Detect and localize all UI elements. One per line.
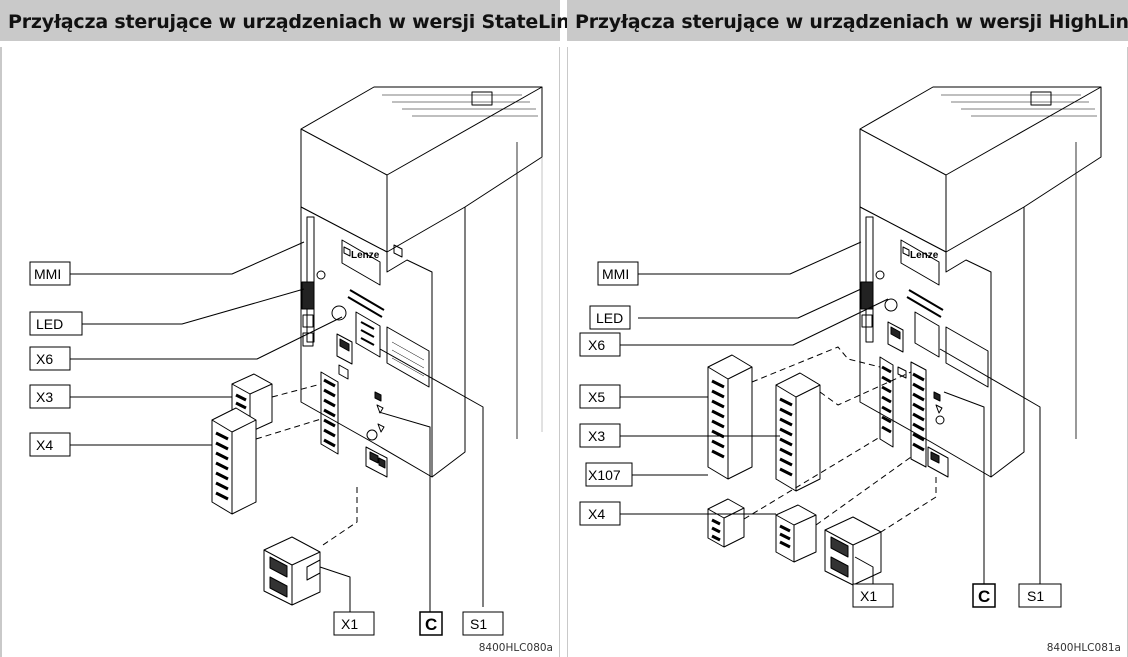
svg-text:X3: X3 — [588, 428, 605, 444]
svg-text:Lenze: Lenze — [910, 250, 939, 261]
x1-connector — [824, 516, 882, 586]
highline-panel: Przyłącza sterujące w urządzeniach w wer… — [567, 0, 1128, 657]
callout-led: LED — [29, 311, 83, 336]
callout-x1: X1 — [852, 583, 894, 608]
callout-x3: X3 — [579, 423, 621, 448]
callout-mmi: MMI — [29, 261, 71, 286]
svg-text:X107: X107 — [588, 467, 621, 483]
svg-text:X5: X5 — [588, 389, 605, 405]
callout-c: C — [972, 583, 996, 608]
x107-connector — [707, 498, 745, 548]
svg-text:C: C — [425, 615, 437, 634]
svg-text:S1: S1 — [470, 616, 487, 632]
callout-x107: X107 — [585, 462, 633, 487]
x4-connector — [211, 407, 257, 515]
callout-x4: X4 — [29, 432, 71, 457]
stateline-figure-area: MMI LED X6 X3 X4 — [0, 47, 560, 657]
callout-x6: X6 — [29, 346, 71, 371]
front-panel — [300, 206, 433, 478]
stateline-title: Przyłącza sterujące w urządzeniach w wer… — [8, 11, 583, 33]
stateline-device-diagram: MMI LED X6 X3 X4 — [29, 86, 543, 636]
svg-text:LED: LED — [596, 310, 623, 326]
svg-text:X4: X4 — [588, 506, 605, 522]
svg-text:Lenze: Lenze — [351, 250, 380, 261]
x3-connector — [775, 372, 821, 492]
highline-figure-area: MMI LED X6 X5 X3 — [567, 47, 1128, 657]
front-panel — [859, 206, 992, 478]
callout-x6: X6 — [579, 332, 621, 357]
svg-text:LED: LED — [36, 316, 63, 332]
callout-s1: S1 — [462, 611, 504, 636]
insertion-paths — [255, 383, 358, 548]
svg-text:X1: X1 — [341, 616, 358, 632]
svg-text:MMI: MMI — [602, 266, 629, 282]
svg-text:MMI: MMI — [34, 266, 61, 282]
callout-led: LED — [589, 305, 631, 330]
x4-connector — [775, 504, 817, 563]
callout-leaders — [620, 241, 1041, 596]
callout-s1: S1 — [1018, 583, 1062, 608]
stateline-header: Przyłącza sterujące w urządzeniach w wer… — [0, 0, 583, 44]
highline-title: Przyłącza sterujące w urządzeniach w wer… — [575, 11, 1128, 33]
stateline-panel: Przyłącza sterujące w urządzeniach w wer… — [0, 0, 583, 657]
lenze-logo: Lenze — [910, 250, 939, 261]
highline-device-diagram: MMI LED X6 X5 X3 — [579, 86, 1102, 608]
x1-connector — [263, 536, 321, 606]
housing-side — [431, 142, 543, 478]
callout-x5: X5 — [579, 384, 621, 409]
highline-figure-code: 8400HLC081a — [1046, 642, 1121, 654]
lenze-logo: Lenze — [351, 250, 380, 261]
insertion-paths — [743, 346, 937, 533]
svg-text:X1: X1 — [860, 588, 877, 604]
callout-leaders — [70, 241, 484, 624]
svg-text:X6: X6 — [588, 337, 605, 353]
x5-connector — [707, 354, 753, 480]
svg-text:X6: X6 — [36, 351, 53, 367]
stateline-figure-code: 8400HLC080a — [478, 642, 553, 654]
callout-c: C — [419, 611, 443, 636]
callout-x4: X4 — [579, 501, 621, 526]
svg-text:S1: S1 — [1027, 588, 1044, 604]
svg-text:X3: X3 — [36, 389, 53, 405]
callout-x1: X1 — [333, 611, 375, 636]
callout-mmi: MMI — [597, 261, 639, 286]
svg-text:X4: X4 — [36, 437, 53, 453]
highline-header: Przyłącza sterujące w urządzeniach w wer… — [567, 0, 1128, 44]
housing-side — [990, 142, 1077, 478]
callout-x3: X3 — [29, 384, 71, 409]
svg-text:C: C — [978, 587, 990, 606]
